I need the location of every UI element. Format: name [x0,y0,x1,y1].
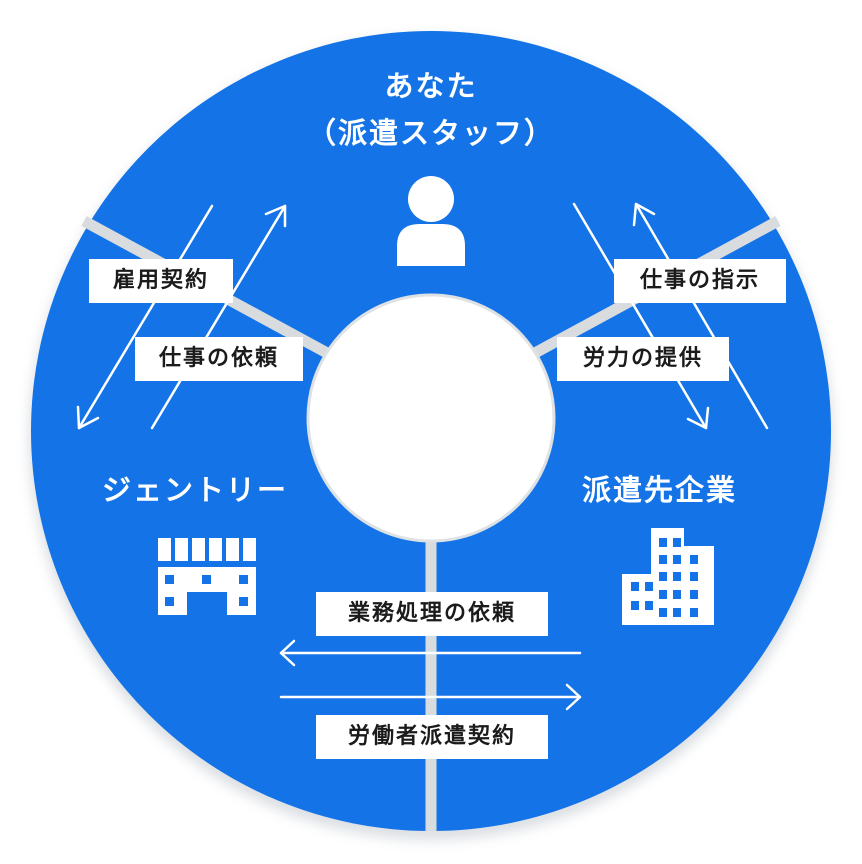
arrow-gentry-to-client-head [565,683,582,711]
person-icon [397,176,465,266]
arrow-staff-to-gentry [77,204,214,430]
relationship-arrows [76,202,769,711]
tall-building-icon [622,528,714,625]
arrow-client-to-staff [634,202,769,430]
work-request-label: 仕事の依頼 [135,337,303,381]
client-name: 派遣先企業 [582,473,738,507]
arrow-gentry-to-staff [150,204,287,430]
labor-provision-label: 労力の提供 [557,337,729,381]
arrow-staff-to-gentry-head [76,405,100,430]
arrow-gentry-to-staff-head [264,204,287,228]
employment-contract-label: 雇用契約 [89,259,233,303]
gentry-name: ジェントリー [102,473,289,507]
arrow-staff-to-client-head [686,406,710,430]
arrow-client-to-staff-head [632,202,656,227]
business-request-label: 業務処理の依頼 [316,592,548,636]
staff-name: あなた [384,69,478,103]
inner-hole-edge [306,293,556,543]
arrow-staff-to-client [572,202,708,430]
work-instruction-label: 仕事の指示 [614,259,786,303]
inner-hole [308,295,554,541]
arrow-client-to-gentry-head [279,639,296,667]
dispatch-contract-label: 労働者派遣契約 [316,715,548,759]
staff-role: （派遣スタッフ） [306,116,556,150]
office-building-icon [158,538,256,615]
